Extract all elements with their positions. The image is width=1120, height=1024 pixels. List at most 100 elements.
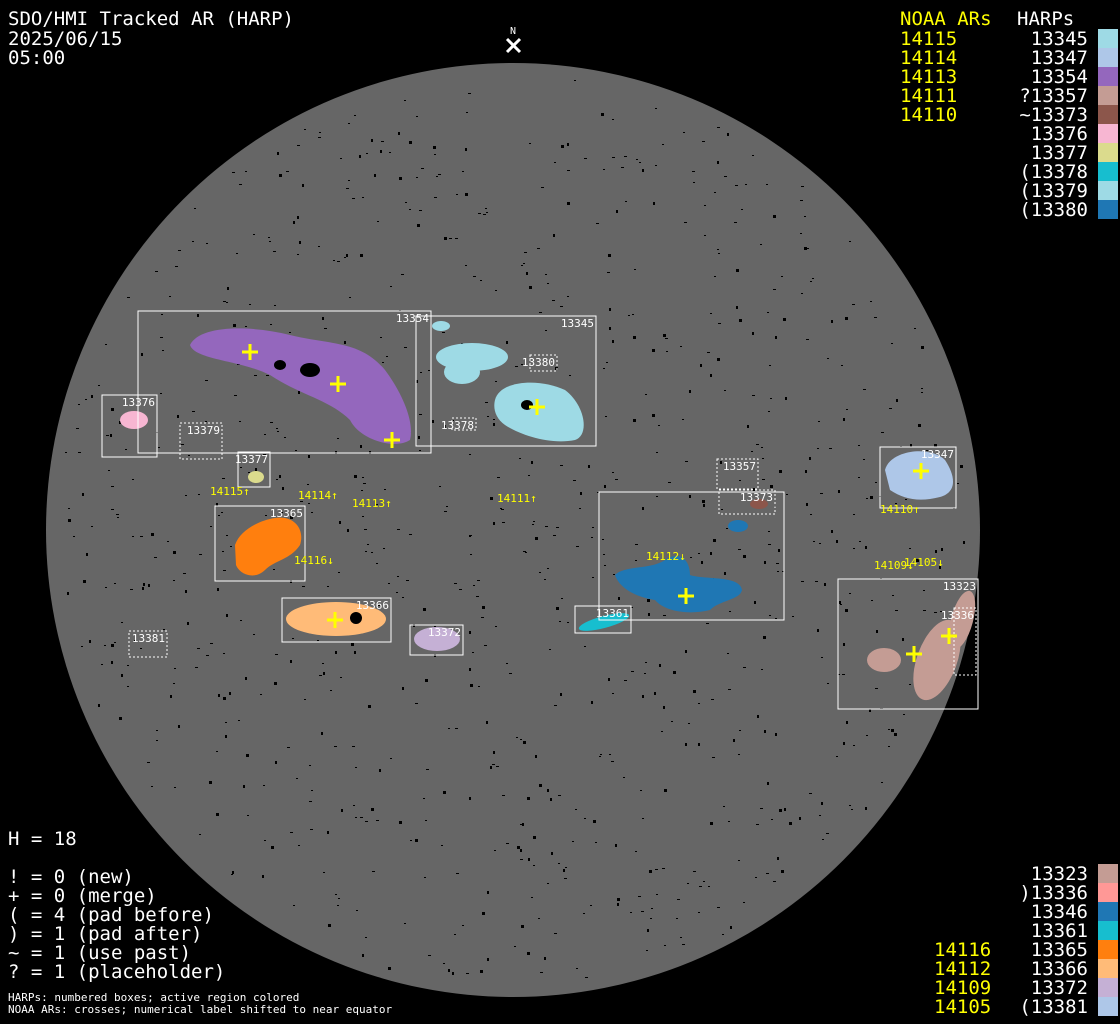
harp-box-13380 [529, 354, 558, 372]
harp-box-label: 13366 [356, 599, 389, 612]
harp-color-swatch [1098, 959, 1118, 978]
noaa-cross-icon [913, 463, 929, 479]
harp-box-label: 13365 [270, 507, 303, 520]
harp-box-13379 [179, 422, 223, 460]
flag-stat-line: ) = 1 (pad after) [8, 923, 203, 945]
harp-box-13357 [716, 458, 759, 490]
harp-legend-item: (13379 [1019, 180, 1088, 202]
harp-color-swatch [1098, 162, 1118, 181]
harp-legend-item: (13381 [1019, 996, 1088, 1018]
harp-color-swatch [1098, 864, 1118, 883]
noaa-cross-icon [330, 376, 346, 392]
harp-color-swatch [1098, 181, 1118, 200]
harp-color-swatch [1098, 86, 1118, 105]
noaa-legend-item: 14105 [934, 996, 992, 1018]
noaa-header: NOAA ARs [900, 8, 992, 30]
region-13365 [235, 517, 302, 576]
noaa-cross-icon [242, 344, 258, 360]
harp-box-13345 [415, 315, 597, 447]
harp-legend-item: 13347 [1030, 47, 1088, 69]
region-13373 [750, 499, 768, 509]
harp-color-swatch [1098, 902, 1118, 921]
region-13346 [615, 555, 742, 613]
harp-box-13347 [879, 446, 957, 509]
active-regions [120, 321, 976, 701]
map-time: 05:00 [8, 47, 66, 69]
region-13377 [248, 471, 264, 483]
north-label: N [510, 26, 516, 37]
harp-color-swatch [1098, 105, 1118, 124]
noaa-cross-icon [327, 612, 343, 628]
harp-color-swatch [1098, 921, 1118, 940]
noaa-legend-item: 14115 [900, 28, 958, 50]
magnetogram-specks [65, 80, 965, 978]
noaa-legend-item: 14116 [934, 939, 992, 961]
noaa-legend-item: 14109 [934, 977, 992, 999]
note-noaa: NOAA ARs: crosses; numerical label shift… [8, 1003, 393, 1016]
noaa-label: 14116↓ [294, 554, 334, 567]
noaa-label: 14111↑ [497, 492, 537, 505]
flag-stat-line: + = 0 (merge) [8, 885, 157, 907]
harp-box-label: 13380 [522, 356, 555, 369]
harp-box-label: 13372 [428, 626, 461, 639]
harp-box-label: 13373 [740, 491, 773, 504]
noaa-legend-item: 14110 [900, 104, 958, 126]
harp-box-label: 13347 [921, 448, 954, 461]
harp-box-label: 13345 [561, 317, 594, 330]
harp-box-13378 [451, 417, 477, 431]
harp-box-13377 [237, 451, 271, 488]
flag-stat-line: ? = 1 (placeholder) [8, 961, 226, 983]
noaa-label: 14110↑ [880, 503, 920, 516]
harp-box-13336 [953, 607, 977, 676]
harp-box-label: 13354 [396, 312, 429, 325]
harp-legend-item: (13380 [1019, 199, 1088, 221]
noaa-label: 14105↓ [904, 556, 944, 569]
harp-box-label: 13377 [235, 453, 268, 466]
harp-box-label: 13378 [441, 419, 474, 432]
region-13346-b [728, 520, 748, 532]
harp-legend-item: )13336 [1019, 882, 1088, 904]
region-13361 [578, 613, 630, 631]
harp-legend-item: 13365 [1030, 939, 1088, 961]
flag-stat-line: ( = 4 (pad before) [8, 904, 214, 926]
region-13372 [414, 627, 460, 651]
noaa-label: 14115↑ [210, 485, 250, 498]
harp-legend-item: 13376 [1030, 123, 1088, 145]
noaa-cross-icon [384, 432, 400, 448]
harp-box-13376 [101, 394, 158, 458]
region-13323-a [867, 648, 901, 672]
harp-box-label: 13361 [596, 607, 629, 620]
harp-legend-item: 13372 [1030, 977, 1088, 999]
region-13347 [885, 451, 954, 500]
harp-color-swatch [1098, 143, 1118, 162]
harp-legend-item: ~13373 [1019, 104, 1088, 126]
noaa-crosses [242, 344, 957, 662]
noaa-cross-icon [941, 628, 957, 644]
region-13345-c [432, 321, 450, 331]
solar-disk [46, 63, 980, 997]
harp-color-swatch [1098, 124, 1118, 143]
harp-box-label: 13379 [187, 424, 220, 437]
region-13345-d [494, 382, 584, 442]
harp-color-swatch [1098, 997, 1118, 1016]
harp-color-swatch [1098, 883, 1118, 902]
noaa-label: 14109↓ [874, 559, 914, 572]
harp-color-swatch [1098, 67, 1118, 86]
harp-legend-item: (13378 [1019, 161, 1088, 183]
map-date: 2025/06/15 [8, 28, 123, 50]
region-13354 [190, 328, 411, 444]
harp-legend-item: ?13357 [1019, 85, 1088, 107]
region-13376 [120, 411, 148, 429]
harp-box-label: 13336 [941, 609, 974, 622]
noaa-cross-icon [678, 588, 694, 604]
harp-box-13372 [409, 624, 464, 656]
harp-legend-item: 13366 [1030, 958, 1088, 980]
harp-box-label: 13381 [132, 632, 165, 645]
north-marker-icon [505, 37, 522, 54]
harp-color-swatch [1098, 978, 1118, 997]
harp-count: H = 18 [8, 828, 77, 850]
map-labels: 14115↑14114↑14113↑14111↑14116↓14112↓1411… [210, 485, 944, 572]
map-title: SDO/HMI Tracked AR (HARP) [8, 8, 294, 30]
